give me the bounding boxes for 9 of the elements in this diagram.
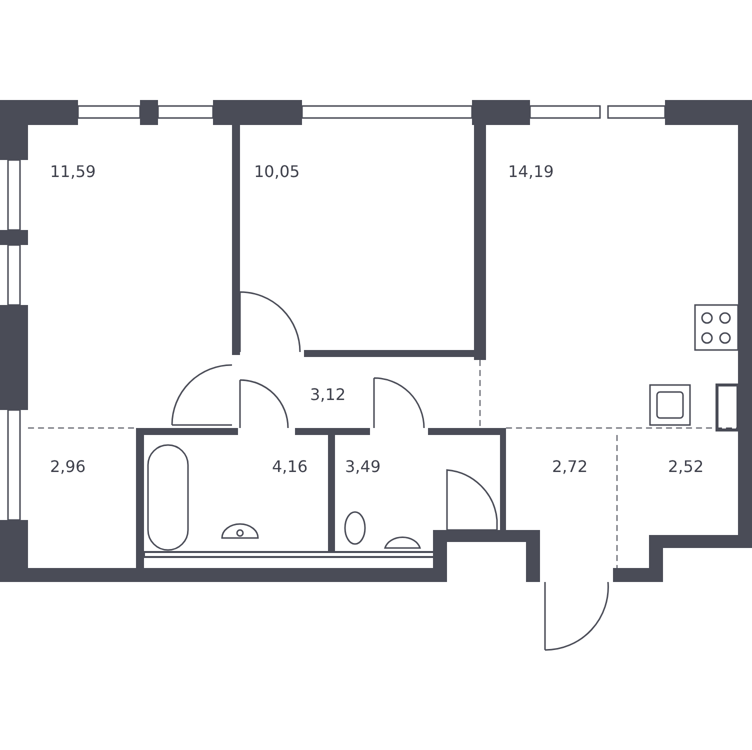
room-area-label: 3,12 xyxy=(310,385,346,405)
room-area-label: 10,05 xyxy=(254,162,300,182)
room-area-label: 3,49 xyxy=(345,457,381,477)
room-area-label: 14,19 xyxy=(508,162,554,182)
room-area-label: 2,52 xyxy=(668,457,704,477)
room-area-label: 2,72 xyxy=(552,457,588,477)
room-area-label: 11,59 xyxy=(50,162,96,182)
room-area-label: 2,96 xyxy=(50,457,86,477)
room-area-label: 4,16 xyxy=(272,457,308,477)
